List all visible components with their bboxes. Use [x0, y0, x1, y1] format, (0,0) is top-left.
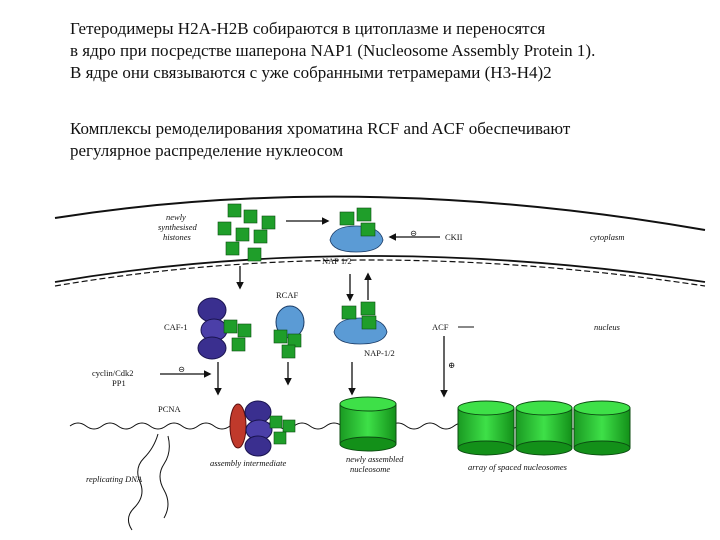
rcaf-complex	[273, 305, 305, 359]
paragraph-2: Комплексы ремоделирования хроматина RCF …	[70, 118, 710, 162]
label-pp1: PP1	[112, 378, 126, 388]
label-newly-assembled: newly assembled	[346, 454, 404, 464]
nap12-complex-top	[329, 207, 384, 253]
label-nucleus: nucleus	[594, 322, 621, 332]
label-replicating-dna: replicating DNA	[86, 474, 143, 484]
label-nap12-top: NAP 1/2	[322, 256, 352, 266]
label-assembly-intermediate: assembly intermediate	[210, 458, 286, 468]
label-caf1: CAF-1	[164, 322, 188, 332]
label-pcna: PCNA	[158, 404, 182, 414]
paragraph-1: Гетеродимеры H2A-H2B собираются в цитопл…	[70, 18, 710, 84]
paragraph-1-line-3: В ядре они связываются с уже собранными …	[70, 63, 552, 82]
cyclin-minus-sign: ⊝	[178, 364, 185, 374]
label-cytoplasm: cytoplasm	[590, 232, 624, 242]
paragraph-1-line-1: Гетеродимеры H2A-H2B собираются в цитопл…	[70, 19, 546, 38]
label-array-spaced: array of spaced nucleosomes	[468, 462, 568, 472]
paragraph-2-line-1: Комплексы ремоделирования хроматина RCF …	[70, 119, 571, 138]
label-synthesised: synthesised	[158, 222, 197, 232]
pcna-clamp	[229, 403, 247, 449]
caf1-complex	[197, 297, 252, 360]
label-acf: ACF	[432, 322, 449, 332]
nuclear-envelope-inner	[54, 259, 706, 287]
assembly-intermediate	[244, 400, 296, 457]
nap12-complex-mid	[333, 301, 388, 345]
paragraph-1-line-2: в ядро при посредстве шаперона NAP1 (Nuc…	[70, 41, 596, 60]
label-rcaf: RCAF	[276, 290, 298, 300]
label-newly: newly	[166, 212, 186, 222]
label-ckii: CKII	[445, 232, 463, 242]
newly-synthesised-histones	[217, 203, 276, 262]
plasma-membrane	[54, 195, 706, 231]
acf-plus-sign: ⊕	[448, 360, 455, 370]
newly-assembled-nucleosome	[339, 396, 397, 452]
paragraph-2-line-2: регулярное распределение нуклеосом	[70, 141, 344, 160]
label-nucleosome: nucleosome	[350, 464, 390, 474]
nuclear-envelope-outer	[54, 255, 706, 283]
label-histones: histones	[163, 232, 192, 242]
spaced-nucleosome-array	[457, 400, 631, 456]
label-cyclin-cdk2: cyclin/Cdk2	[92, 368, 134, 378]
ckii-minus-sign: ⊝	[410, 228, 417, 238]
label-nap12-mid: NAP-1/2	[364, 348, 395, 358]
nucleosome-assembly-diagram: newly synthesised histones NAP 1/2 ⊝ CKI…	[54, 195, 706, 531]
